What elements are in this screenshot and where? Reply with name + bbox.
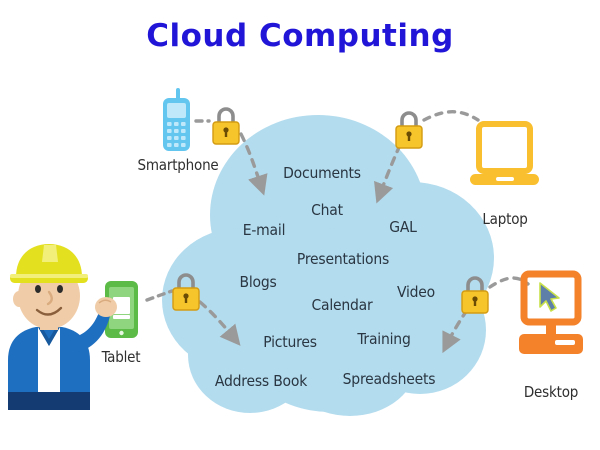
cloud-service-video: Video	[396, 283, 436, 301]
worker-avatar	[8, 244, 117, 410]
device-label-desktop: Desktop	[523, 383, 579, 401]
padlock-tablet	[172, 273, 200, 311]
device-label-smartphone: Smartphone	[137, 156, 219, 174]
cloud-service-presentations: Presentations	[296, 250, 390, 268]
device-label-tablet: Tablet	[101, 348, 141, 366]
cloud-service-gal: GAL	[389, 218, 417, 236]
cloud-service-documents: Documents	[283, 164, 361, 182]
smartphone-icon	[163, 88, 190, 151]
page-title: Cloud Computing	[146, 18, 454, 54]
device-label-laptop: Laptop	[482, 210, 528, 228]
cloud-service-training: Training	[357, 330, 411, 348]
desktop-icon	[519, 270, 583, 354]
padlock-smartphone	[212, 107, 240, 145]
cloud-service-blogs: Blogs	[239, 273, 277, 291]
cloud-service-spreadsheets: Spreadsheets	[342, 370, 436, 388]
cloud-service-email: E-mail	[242, 221, 286, 239]
cloud-service-calendar: Calendar	[311, 296, 373, 314]
padlock-laptop	[395, 111, 423, 149]
tablet-icon	[105, 281, 138, 338]
cloud-service-pictures: Pictures	[263, 333, 317, 351]
cloud-shape	[162, 115, 494, 416]
cloud-service-address-book: Address Book	[214, 372, 308, 390]
cloud-service-chat: Chat	[311, 201, 343, 219]
padlock-desktop	[461, 276, 489, 314]
laptop-icon	[470, 121, 539, 185]
